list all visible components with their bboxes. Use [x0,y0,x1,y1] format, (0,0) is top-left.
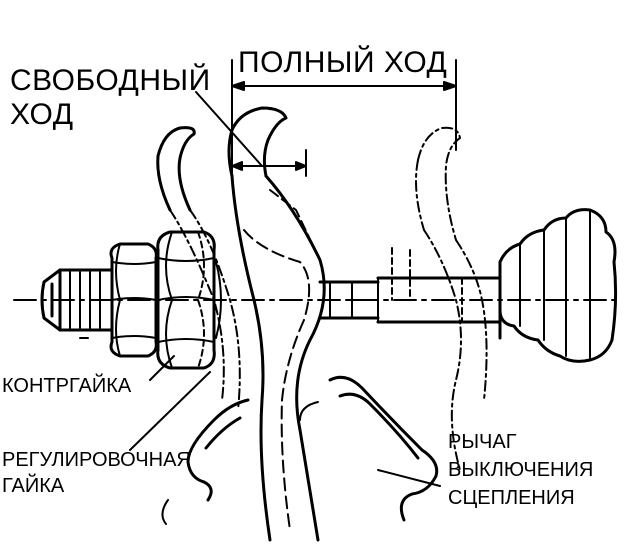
clutch-lever-free-position [156,126,241,411]
clutch-lever-full-position [415,126,488,471]
center-marks [79,299,367,339]
rubber-boot [498,208,618,363]
free-travel-label-line2: ХОД [10,98,74,131]
adjusting-nut-label-line1: РЕГУЛИРОВОЧНАЯ [2,449,191,471]
threaded-rod [40,268,114,332]
spring-clip-left [161,398,250,525]
locknut-leader [149,355,175,381]
release-lever-label-line1: РЫЧАГ [448,431,517,453]
full-travel-dimension [231,59,457,177]
clutch-lever-solid [227,106,326,542]
locknut [109,242,158,358]
full-travel-label: ПОЛНЫЙ ХОД [238,46,448,79]
locknut-label: КОНТРГАЙКА [2,375,132,397]
adjusting-nut-leader [129,371,211,451]
release-lever-label-line3: СЦЕПЛЕНИЯ [448,487,575,509]
push-rod [318,247,502,324]
adjusting-nut [156,230,222,370]
free-travel-leader [195,91,263,167]
release-lever-label-line2: ВЫКЛЮЧЕНИЯ [448,459,594,481]
spring-clip [299,375,439,522]
release-lever-leader [377,469,441,487]
free-travel-label-line1: СВОБОДНЫЙ [10,64,211,97]
free-travel-dimension [231,149,307,177]
adjusting-nut-label-line2: ГАЙКА [2,475,65,497]
